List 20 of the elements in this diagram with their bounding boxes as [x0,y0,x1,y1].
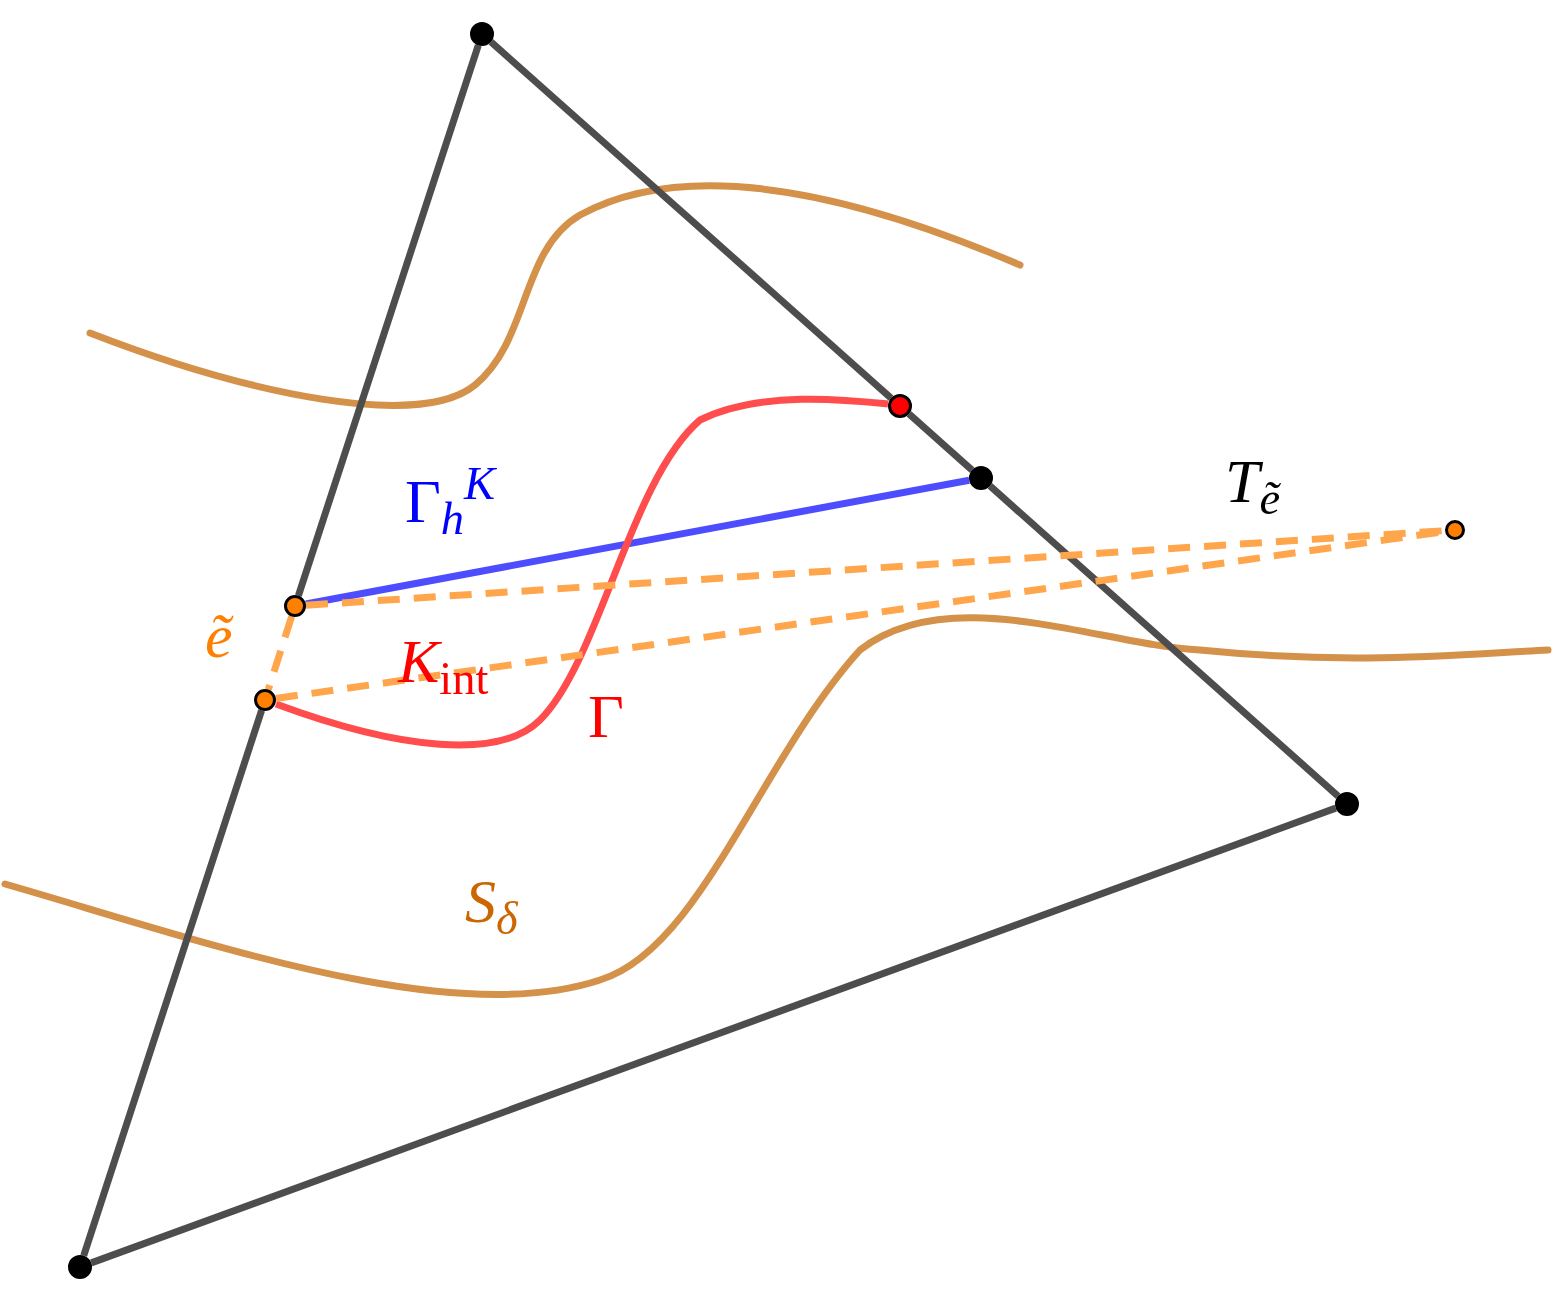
math-label: S$_{δ}$ [465,870,518,932]
point [68,1255,92,1279]
point [284,595,306,617]
point [1445,520,1465,540]
point [888,394,912,418]
line-segment [987,483,1341,799]
line-segment [295,44,482,597]
point [969,466,993,490]
line-segment [80,709,265,1257]
line-segment [265,615,295,691]
math-label: ẽ [205,605,233,667]
line-segment [90,804,1337,1267]
math-label: Γ [588,685,624,747]
point [1335,792,1359,816]
curve [274,395,889,749]
line-segment [488,39,894,401]
point [470,22,494,46]
line-segment [906,411,975,473]
point [254,689,276,711]
math-label: T$_{ẽ}$ [1225,450,1281,512]
